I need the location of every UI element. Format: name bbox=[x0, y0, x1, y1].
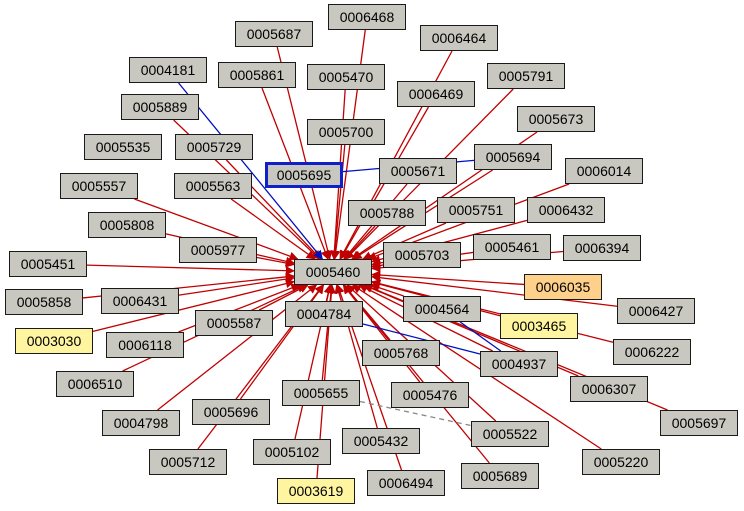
node-0003465[interactable]: 0003465 bbox=[500, 313, 578, 339]
node-0006307[interactable]: 0006307 bbox=[570, 376, 648, 402]
node-0005729[interactable]: 0005729 bbox=[175, 134, 253, 160]
node-0005788[interactable]: 0005788 bbox=[348, 200, 426, 226]
node-0005461[interactable]: 0005461 bbox=[473, 234, 551, 260]
edge-0005703-0005460 bbox=[371, 258, 384, 268]
node-0004937[interactable]: 0004937 bbox=[480, 351, 558, 377]
node-0005858[interactable]: 0005858 bbox=[5, 289, 83, 315]
node-0005673[interactable]: 0005673 bbox=[517, 106, 595, 132]
edge-0003030-0005460 bbox=[92, 279, 295, 332]
node-0005889[interactable]: 0005889 bbox=[121, 94, 199, 120]
node-0005460[interactable]: 0005460 bbox=[294, 259, 372, 285]
node-0005476[interactable]: 0005476 bbox=[391, 382, 469, 408]
node-0004798[interactable]: 0004798 bbox=[102, 410, 180, 436]
node-0005861[interactable]: 0005861 bbox=[218, 62, 296, 88]
edge-0005451-0005460 bbox=[86, 264, 295, 276]
node-0005655[interactable]: 0005655 bbox=[282, 380, 360, 406]
node-0003030[interactable]: 0003030 bbox=[15, 328, 93, 354]
edge-0005689-0005460 bbox=[343, 284, 490, 464]
node-0006035[interactable]: 0006035 bbox=[524, 274, 602, 300]
node-0005689[interactable]: 0005689 bbox=[461, 463, 539, 489]
node-0006014[interactable]: 0006014 bbox=[565, 158, 643, 184]
node-0005557[interactable]: 0005557 bbox=[60, 173, 138, 199]
edge-0005788-0005460 bbox=[344, 225, 376, 260]
edge-0005220-0005460 bbox=[351, 284, 602, 450]
node-0005696[interactable]: 0005696 bbox=[192, 399, 270, 425]
node-0005694[interactable]: 0005694 bbox=[474, 144, 552, 170]
node-0005687[interactable]: 0005687 bbox=[235, 21, 313, 47]
node-0005432[interactable]: 0005432 bbox=[342, 428, 420, 454]
node-0005700[interactable]: 0005700 bbox=[307, 119, 385, 145]
node-0006464[interactable]: 0006464 bbox=[420, 25, 498, 51]
node-0006510[interactable]: 0006510 bbox=[56, 371, 134, 397]
node-0005220[interactable]: 0005220 bbox=[582, 449, 660, 475]
edge-0005751-0005460 bbox=[362, 222, 447, 260]
node-0005712[interactable]: 0005712 bbox=[149, 449, 227, 475]
node-0005470[interactable]: 0005470 bbox=[307, 64, 385, 90]
node-0004784[interactable]: 0004784 bbox=[285, 301, 363, 327]
node-0004181[interactable]: 0004181 bbox=[129, 57, 207, 83]
edge-0005557-0005460 bbox=[134, 198, 299, 261]
edge-0004181-0005460 bbox=[178, 82, 323, 260]
node-0006431[interactable]: 0006431 bbox=[101, 288, 179, 314]
node-0005791[interactable]: 0005791 bbox=[487, 63, 565, 89]
node-0005522[interactable]: 0005522 bbox=[471, 421, 549, 447]
edge-0006431-0005460 bbox=[178, 274, 295, 296]
edge-0005700-0005460 bbox=[330, 144, 346, 260]
node-0006469[interactable]: 0006469 bbox=[397, 81, 475, 107]
node-0006468[interactable]: 0006468 bbox=[328, 4, 406, 30]
node-0005977[interactable]: 0005977 bbox=[179, 237, 257, 263]
node-0005535[interactable]: 0005535 bbox=[84, 134, 162, 160]
edge-0005977-0005460 bbox=[256, 256, 295, 268]
node-0005695[interactable]: 0005695 bbox=[265, 162, 343, 188]
node-0005451[interactable]: 0005451 bbox=[9, 251, 87, 277]
edge-0004564-0004937 bbox=[459, 321, 502, 352]
node-0005587[interactable]: 0005587 bbox=[195, 310, 273, 336]
node-0005563[interactable]: 0005563 bbox=[174, 173, 252, 199]
edge-0005563-0005460 bbox=[230, 198, 316, 260]
edge-0004784-0004937 bbox=[362, 323, 481, 355]
node-0005751[interactable]: 0005751 bbox=[437, 197, 515, 223]
edge-0005655-0005522 bbox=[359, 400, 472, 427]
edge-0006035-0005460 bbox=[371, 270, 525, 286]
node-0005808[interactable]: 0005808 bbox=[88, 212, 166, 238]
node-0006222[interactable]: 0006222 bbox=[613, 339, 691, 365]
node-0005697[interactable]: 0005697 bbox=[660, 410, 738, 436]
node-0004564[interactable]: 0004564 bbox=[403, 296, 481, 322]
node-0006394[interactable]: 0006394 bbox=[563, 235, 641, 261]
node-0005102[interactable]: 0005102 bbox=[253, 439, 331, 465]
node-0006118[interactable]: 0006118 bbox=[106, 332, 184, 358]
node-0006432[interactable]: 0006432 bbox=[527, 197, 605, 223]
node-0005703[interactable]: 0005703 bbox=[383, 242, 461, 268]
node-0003619[interactable]: 0003619 bbox=[277, 478, 355, 504]
node-0005768[interactable]: 0005768 bbox=[362, 340, 440, 366]
node-0006427[interactable]: 0006427 bbox=[617, 298, 695, 324]
node-0006494[interactable]: 0006494 bbox=[367, 470, 445, 496]
edge-0006427-0005460 bbox=[371, 273, 618, 307]
node-0005671[interactable]: 0005671 bbox=[379, 158, 457, 184]
